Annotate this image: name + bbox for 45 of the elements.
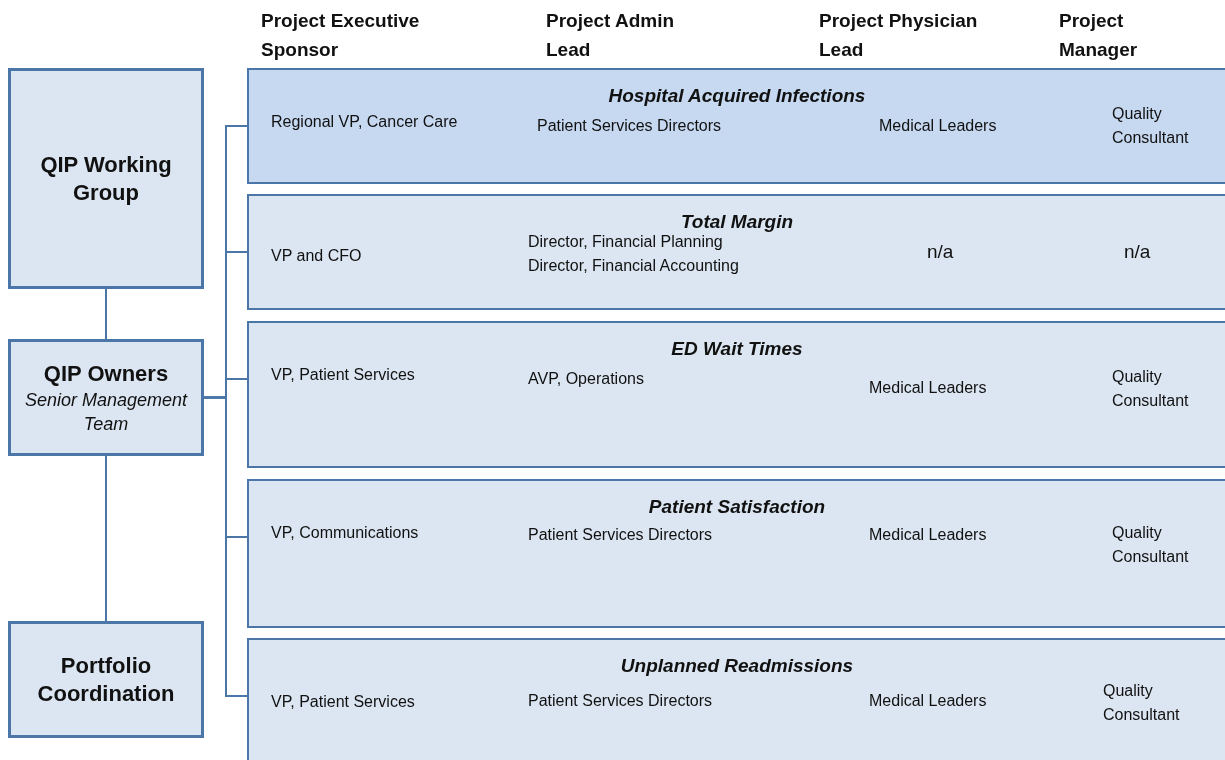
role-text: AVP, Operations	[528, 369, 645, 389]
group-box	[8, 68, 204, 289]
project-band	[247, 68, 1225, 184]
column-header: Project Manager	[1059, 9, 1139, 62]
band-title: Hospital Acquired Infections	[607, 84, 867, 108]
column-header: Project Admin Lead	[546, 9, 676, 62]
box-title: QIP Working Group	[39, 150, 173, 207]
project-band	[247, 479, 1225, 628]
role-text: Director, Financial Planning	[528, 232, 724, 252]
role-text: Patient Services Directors	[537, 116, 723, 136]
role-text: n/a	[927, 240, 955, 264]
column-header: Project Executive Sponsor	[261, 9, 421, 62]
role-text: Quality Consultant	[1112, 367, 1190, 411]
project-band	[247, 638, 1225, 760]
role-text: Medical Leaders	[879, 116, 998, 136]
role-text: Medical Leaders	[869, 691, 988, 711]
role-text: Patient Services Directors	[528, 691, 714, 711]
role-text: VP, Communications	[271, 523, 420, 543]
group-box	[8, 621, 204, 738]
role-text: VP and CFO	[271, 246, 363, 266]
role-text: Quality Consultant	[1112, 104, 1190, 148]
role-text: Quality Consultant	[1112, 523, 1190, 567]
band-title: Total Margin	[679, 210, 795, 234]
box-title: QIP Owners	[43, 359, 169, 388]
project-band	[247, 321, 1225, 468]
band-title: Patient Satisfaction	[647, 495, 827, 519]
box-subtitle: Senior Management Team	[23, 388, 189, 436]
role-text: Patient Services Directors	[528, 525, 714, 545]
role-text: Quality Consultant	[1103, 681, 1181, 725]
project-band	[247, 194, 1225, 310]
connector-line	[203, 396, 248, 697]
role-text: VP, Patient Services	[271, 692, 416, 712]
box-title: Portfolio Coordination	[36, 651, 176, 708]
group-box	[8, 339, 204, 456]
role-text: Regional VP, Cancer Care	[271, 112, 459, 132]
band-title: Unplanned Readmissions	[619, 654, 855, 678]
role-text: n/a	[1124, 240, 1152, 264]
connector-line	[105, 455, 107, 622]
column-header: Project Physician Lead	[819, 9, 979, 62]
band-title: ED Wait Times	[670, 337, 804, 361]
connector-line	[105, 288, 107, 340]
role-text: Medical Leaders	[869, 525, 988, 545]
role-text: Director, Financial Accounting	[528, 256, 740, 276]
role-text: VP, Patient Services	[271, 365, 416, 385]
role-text: Medical Leaders	[869, 378, 988, 398]
